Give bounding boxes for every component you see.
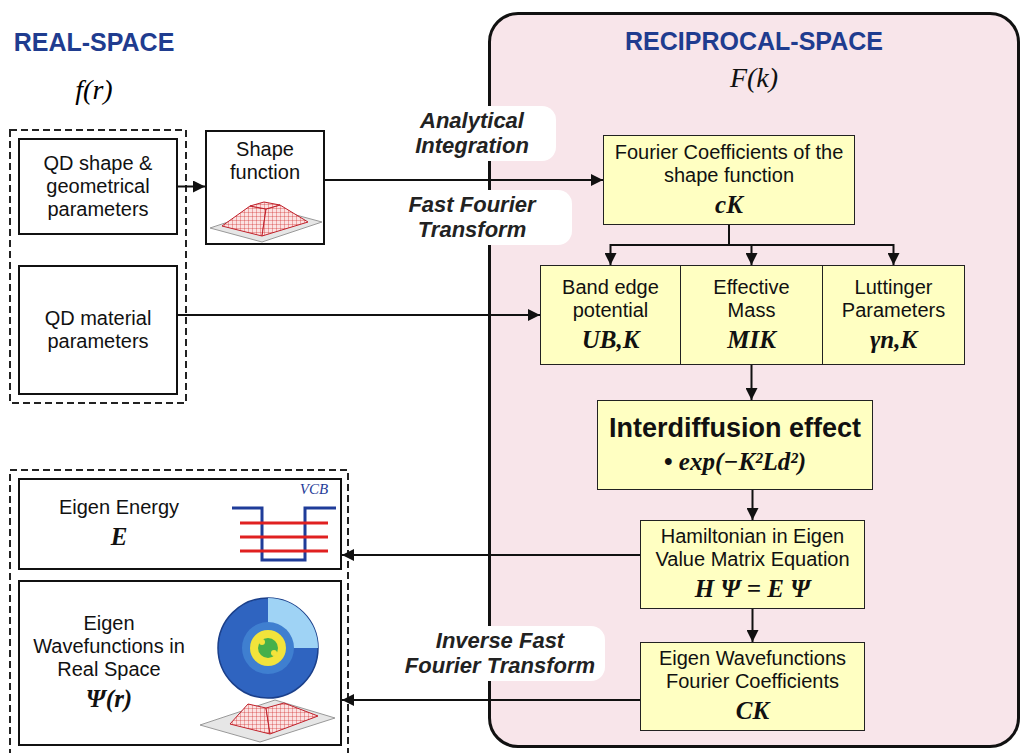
flow-arrow <box>342 699 640 701</box>
process-box: Fourier Coefficients of the shape functi… <box>603 135 855 225</box>
flow-arrow <box>752 609 754 642</box>
flow-arrow <box>178 314 540 316</box>
parameter-box: Luttinger Parameters γn,K <box>822 265 965 365</box>
wavefunction-illustration <box>200 598 335 742</box>
box-formula: E <box>28 523 210 552</box>
input-box: QD material parameters <box>18 265 178 395</box>
flow-arrow <box>342 554 640 556</box>
process-box: Interdiffusion effect • exp(−K²Ld²) <box>597 400 873 490</box>
box-title: Interdiffusion effect <box>604 413 866 444</box>
box-title: QD material parameters <box>26 307 170 353</box>
flow-arrow <box>752 490 754 520</box>
arrow-label: Inverse Fast Fourier Transform <box>395 626 605 681</box>
box-formula: F(k) <box>497 62 1011 94</box>
output-box: Eigen EnergyE <box>18 478 342 570</box>
box-title: Shape function <box>213 138 317 184</box>
box-title: Hamiltonian in Eigen Value Matrix Equati… <box>647 525 858 571</box>
box-formula: Ψ(r) <box>28 685 190 714</box>
input-box: QD shape & geometrical parameters <box>18 138 178 235</box>
input-group-frame <box>10 130 186 403</box>
space-function: f(r) <box>6 74 182 106</box>
box-title: Fourier Coefficients of the shape functi… <box>610 141 848 187</box>
box-formula: MIK <box>687 326 816 355</box>
box-title: Effective Mass <box>687 276 816 322</box>
box-title: Eigen Wavefunctions Fourier Coefficients <box>647 647 858 693</box>
output-box: Eigen Wavefunctions in Real SpaceΨ(r) <box>18 580 342 746</box>
box-title: RECIPROCAL-SPACE <box>497 27 1011 56</box>
flow-arrow <box>325 179 603 181</box>
box-title: Eigen Wavefunctions in Real Space <box>28 612 190 681</box>
process-box: Eigen Wavefunctions Fourier Coefficients… <box>640 642 865 731</box>
box-title: Luttinger Parameters <box>829 276 958 322</box>
flow-arrow <box>178 186 205 188</box>
space-heading: REAL-SPACE <box>6 28 182 57</box>
box-title: QD shape & geometrical parameters <box>26 152 170 221</box>
arrow-label: Analytical Integration <box>388 106 556 161</box>
band-label: VCB <box>290 481 338 498</box>
box-formula: UB,K <box>547 326 674 355</box>
box-title: Band edge potential <box>547 276 674 322</box>
parameter-box: Effective MassMIK <box>680 265 823 365</box>
box-formula: cK <box>610 191 848 220</box>
parameter-box: Band edge potentialUB,K <box>540 265 681 365</box>
pyramid-illustration <box>210 202 322 242</box>
process-box: Hamiltonian in Eigen Value Matrix Equati… <box>640 520 865 609</box>
box-formula: • exp(−K²Ld²) <box>604 448 866 477</box>
box-formula: CK <box>647 697 858 726</box>
box-formula: H Ψ = E Ψ <box>647 575 858 604</box>
output-group-frame <box>10 470 348 753</box>
flow-arrow <box>751 365 753 400</box>
flow-arrow <box>611 225 730 265</box>
arrow-label: Fast Fourier Transform <box>372 190 572 245</box>
box-title: Eigen Energy <box>28 496 210 519</box>
box-formula: γn,K <box>829 326 958 355</box>
shape-function-box: Shape function <box>205 130 325 245</box>
flow-arrow <box>729 225 894 265</box>
quantum-well-illustration <box>232 508 336 560</box>
